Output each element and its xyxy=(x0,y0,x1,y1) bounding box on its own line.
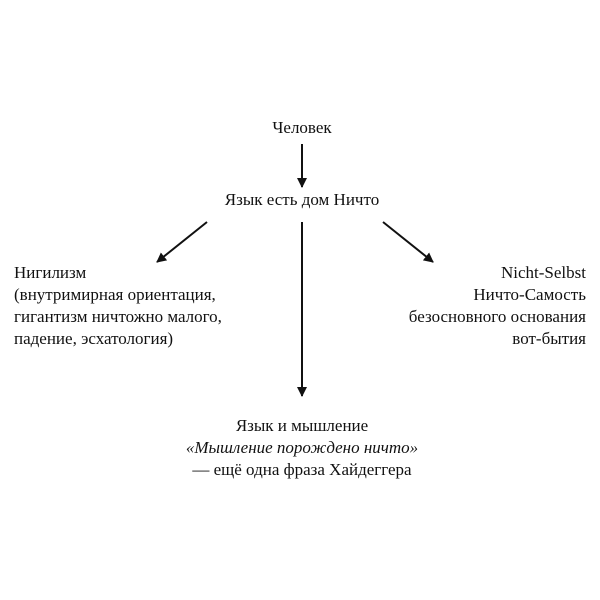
node-left-line: гигантизм ничтожно малого, xyxy=(14,307,222,326)
node-root: Человек xyxy=(202,117,402,139)
node-right-line: безосновного основания xyxy=(408,307,586,326)
node-root-label: Человек xyxy=(272,118,332,137)
node-right-line: Nicht-Selbst xyxy=(501,263,586,282)
node-bottom-title: Язык и мышление xyxy=(235,416,369,435)
node-bottom: Язык и мышление «Мышление порождено ничт… xyxy=(137,415,467,481)
node-left-line: падение, эсхатология) xyxy=(14,329,174,348)
node-bottom-quote: «Мышление порождено ничто» xyxy=(185,438,419,457)
node-bottom-note: — ещё одна фраза Хайдеггера xyxy=(192,460,412,479)
node-center-label: Язык есть дом Ничто xyxy=(224,190,380,209)
node-right: Nicht-Selbst Ничто-Самость безосновного … xyxy=(336,262,586,350)
node-right-line: вот-бытия xyxy=(512,329,586,348)
node-left-line: Нигилизм xyxy=(14,263,87,282)
node-right-line: Ничто-Самость xyxy=(473,285,586,304)
arrow-center-to-right xyxy=(382,221,434,263)
node-center: Язык есть дом Ничто xyxy=(152,189,452,211)
node-left: Нигилизм (внутримирная ориентация, гиган… xyxy=(14,262,222,350)
arrow-center-to-left xyxy=(156,221,208,263)
node-left-line: (внутримирная ориентация, xyxy=(14,285,216,304)
